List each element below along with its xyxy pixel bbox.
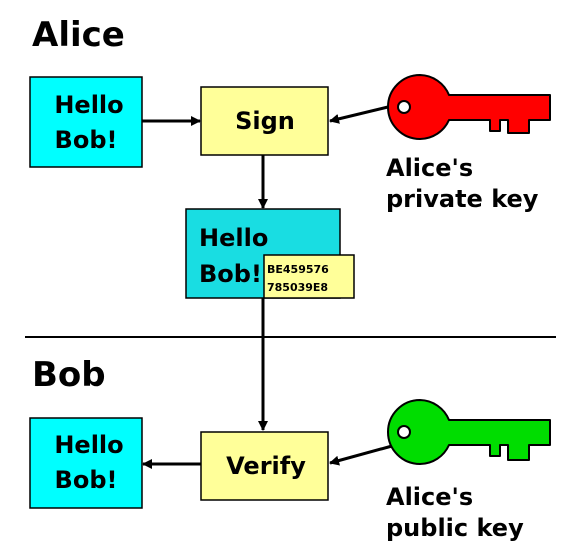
alice-message-line2: Bob!: [55, 126, 118, 154]
arrow-private-key-to-sign: [329, 104, 393, 124]
public-key-icon: [387, 399, 551, 465]
verify-label: Verify: [226, 452, 306, 480]
bob-message-line2: Bob!: [55, 466, 118, 494]
signature-line2: 785039E8: [267, 281, 328, 294]
sign-label: Sign: [235, 107, 295, 135]
bob-message-box: Hello Bob!: [29, 417, 143, 509]
signature-box: BE459576 785039E8: [263, 254, 355, 299]
sign-process-box: Sign: [200, 86, 329, 156]
private-key-label-line1: Alice's: [386, 154, 473, 182]
private-key-icon: [387, 74, 551, 140]
signed-message-line1: Hello: [199, 224, 268, 252]
alice-message-box: Hello Bob!: [29, 76, 143, 168]
signed-message-line2: Bob!: [199, 260, 262, 288]
section-title-alice: Alice: [32, 15, 125, 55]
section-title-bob: Bob: [32, 355, 106, 395]
public-key-label-line2: public key: [386, 514, 524, 542]
alice-message-line1: Hello: [54, 91, 123, 119]
verify-process-box: Verify: [200, 431, 329, 501]
arrow-public-key-to-verify: [329, 444, 393, 466]
bob-message-line1: Hello: [54, 431, 123, 459]
signature-line1: BE459576: [267, 263, 329, 276]
private-key-label-line2: private key: [386, 185, 539, 213]
public-key-label-line1: Alice's: [386, 483, 473, 511]
